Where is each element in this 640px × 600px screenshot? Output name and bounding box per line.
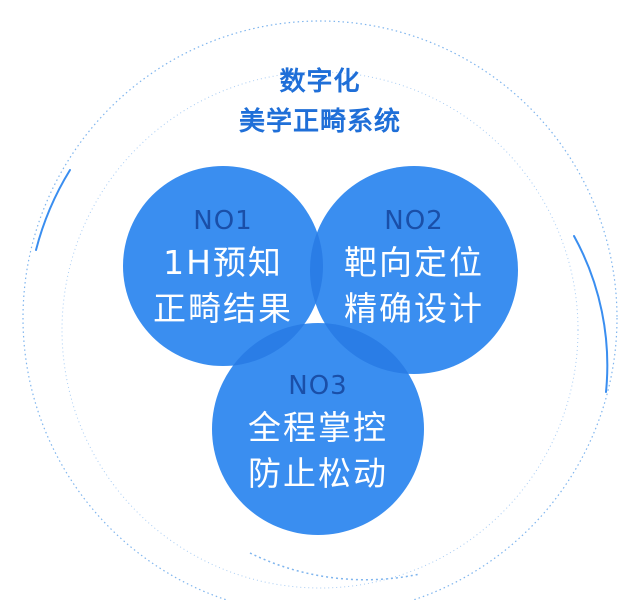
outer-dotted-ring [22,20,618,600]
feature-circle-3: NO3 全程掌控 防止松动 [212,323,424,535]
circle-number: NO1 [193,206,253,236]
circle-text-line2: 精确设计 [344,289,484,328]
circle-text-line2: 正畸结果 [153,289,293,328]
bottom-arc-segment [249,552,421,581]
feature-circle-2: NO2 靶向定位 精确设计 [310,166,518,374]
title-line-1: 数字化 [279,67,361,97]
circle-fill-3 [212,323,424,535]
left-arc-segment [35,169,71,251]
right-arc-segment [573,235,609,393]
title-line-2: 美学正畸系统 [238,107,401,137]
circle-text-line1: 1H预知 [163,243,283,282]
circle-number: NO3 [288,371,348,401]
circle-fill-1 [123,166,323,366]
inner-dotted-ring [61,71,579,589]
circle-number: NO2 [384,206,444,236]
circle-text-line2: 防止松动 [248,454,388,493]
circle-fill-2 [310,166,518,374]
circle-text-line1: 靶向定位 [344,243,484,282]
feature-circle-1: NO1 1H预知 正畸结果 [123,166,323,366]
circle-text-line1: 全程掌控 [248,408,388,447]
